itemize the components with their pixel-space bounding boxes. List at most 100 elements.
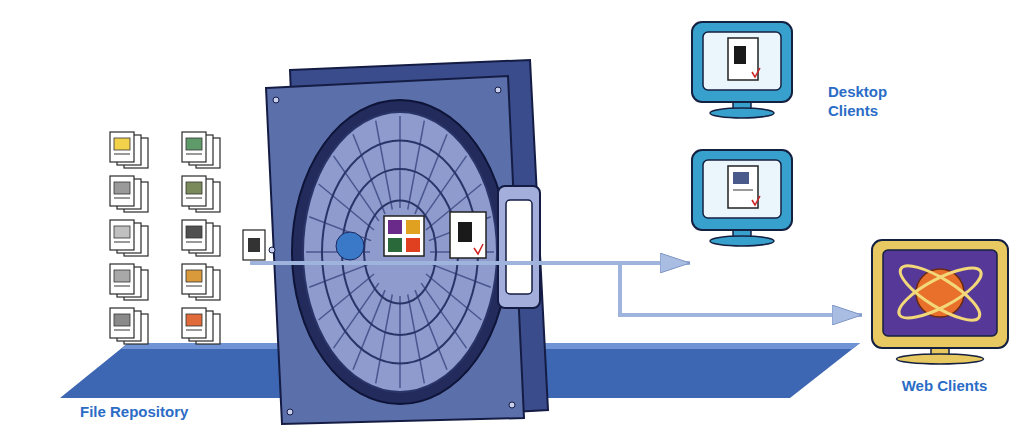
file-icon <box>182 308 220 344</box>
file-line <box>114 153 130 154</box>
door-spoke <box>376 121 393 210</box>
file-line <box>186 241 202 242</box>
monitor-screen <box>703 32 781 90</box>
file-page <box>110 132 134 162</box>
version-mark <box>752 196 760 205</box>
file-symbol <box>186 270 202 282</box>
media-cell <box>406 238 420 252</box>
document-mark <box>248 238 260 252</box>
file-page <box>182 264 206 294</box>
file-page <box>182 308 206 338</box>
file-symbol <box>114 138 130 150</box>
document-block <box>733 172 749 184</box>
monitor-frame <box>872 240 1008 348</box>
desktop-monitor <box>692 22 792 118</box>
document-icon <box>450 212 486 258</box>
version-mark <box>474 244 483 254</box>
file-line <box>114 329 130 330</box>
file-line <box>186 329 202 330</box>
globe-icon <box>336 232 364 260</box>
door-spoke <box>408 295 425 384</box>
file-line <box>186 153 202 154</box>
web-clients-node: Web Clients <box>862 236 1031 406</box>
file-symbol <box>186 138 202 150</box>
door-spoke <box>334 156 379 221</box>
desktop-monitor <box>692 150 792 246</box>
rivet <box>273 97 279 103</box>
file-icon <box>182 176 220 212</box>
media-cell <box>388 220 402 234</box>
door-spoke <box>421 283 466 348</box>
file-symbol <box>186 182 202 194</box>
file-icon <box>110 132 148 168</box>
file-page <box>110 220 134 250</box>
file-symbol <box>114 270 130 282</box>
file-symbol <box>114 314 130 326</box>
document-block <box>458 222 472 242</box>
monitor-frame <box>692 150 792 230</box>
media-cell <box>388 238 402 252</box>
node-label: File Repository <box>80 402 188 421</box>
file-icon <box>182 220 220 256</box>
file-line <box>186 285 202 286</box>
file-symbol <box>114 226 130 238</box>
small-document <box>243 230 265 260</box>
file-page <box>110 308 134 338</box>
document-page <box>450 212 486 258</box>
vault-front-plate <box>266 76 524 424</box>
file-symbol <box>186 226 202 238</box>
file-line <box>114 285 130 286</box>
door-spoke <box>309 263 371 287</box>
file-page <box>182 132 206 162</box>
document-block <box>734 46 746 64</box>
file-page <box>110 264 134 294</box>
rivet <box>509 402 515 408</box>
monitor-base <box>896 354 983 364</box>
monitor-base <box>710 108 774 118</box>
media-cell <box>406 220 420 234</box>
rivet <box>287 409 293 415</box>
desktop-clients-node: Desktop Clients <box>690 18 935 280</box>
media-frame <box>384 216 424 256</box>
monitor-base <box>710 236 774 246</box>
flow-arrow <box>250 263 862 315</box>
file-icon <box>110 220 148 256</box>
web-monitor <box>872 240 1008 364</box>
version-mark <box>752 68 760 77</box>
rivet <box>269 247 275 253</box>
hinge-plate <box>506 200 532 294</box>
door-hinge <box>498 186 540 308</box>
monitor-frame <box>692 22 792 102</box>
rivet <box>495 87 501 93</box>
node-label: Web Clients <box>862 376 1027 395</box>
file-page <box>182 220 206 250</box>
door-face <box>303 112 497 392</box>
file-icon <box>110 308 148 344</box>
file-symbol <box>114 182 130 194</box>
orbit-ring <box>894 257 987 329</box>
file-line <box>186 197 202 198</box>
door-spoke <box>334 283 379 348</box>
file-icon <box>182 132 220 168</box>
repository-node: File Repository <box>78 125 250 425</box>
door-spoke <box>399 116 401 208</box>
file-page <box>182 176 206 206</box>
file-icon <box>110 176 148 212</box>
media-icon <box>384 216 424 256</box>
monitor-screen <box>703 160 781 218</box>
node-label: Desktop Clients <box>828 82 913 120</box>
file-line <box>114 241 130 242</box>
door-ring <box>364 201 436 304</box>
file-page <box>110 176 134 206</box>
orbit-ring <box>893 259 987 327</box>
vault-door <box>243 60 548 424</box>
file-symbol <box>186 314 202 326</box>
door-spoke <box>399 296 401 388</box>
door-rim <box>292 100 508 404</box>
door-spoke <box>421 156 466 221</box>
monitor-screen <box>883 250 997 336</box>
document-line <box>733 189 753 190</box>
